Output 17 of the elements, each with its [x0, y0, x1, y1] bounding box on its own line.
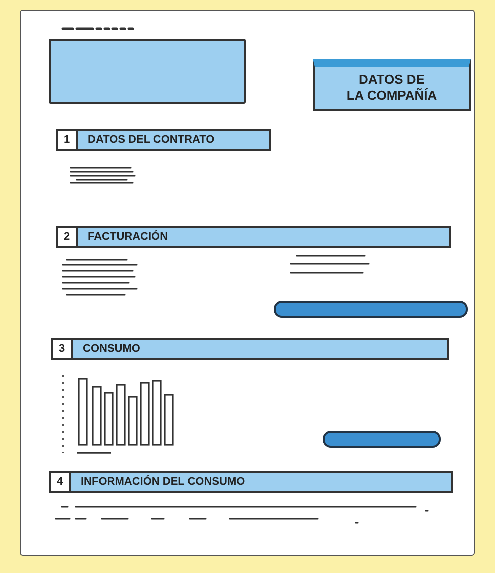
section-heading: CONSUMO — [83, 343, 140, 355]
section-heading: FACTURACIÓN — [88, 231, 168, 243]
company-data-panel — [313, 59, 471, 111]
highlight-bar — [323, 431, 441, 448]
section-number: 2 — [58, 228, 78, 246]
section-header-bar — [56, 129, 271, 151]
section-header-bar — [56, 226, 451, 248]
section-header-bar — [51, 338, 449, 360]
section-header-bar — [49, 471, 453, 493]
section-heading: DATOS DEL CONTRATO — [88, 134, 215, 146]
panel-heading: DATOS DE LA COMPAÑÍA — [346, 72, 438, 104]
section-number: 1 — [58, 131, 78, 149]
section-heading: INFORMACIÓN DEL CONSUMO — [81, 476, 246, 488]
highlight-bar — [274, 301, 468, 318]
section-number: 4 — [51, 473, 71, 491]
address-panel — [49, 39, 246, 104]
section-number: 3 — [53, 340, 73, 358]
